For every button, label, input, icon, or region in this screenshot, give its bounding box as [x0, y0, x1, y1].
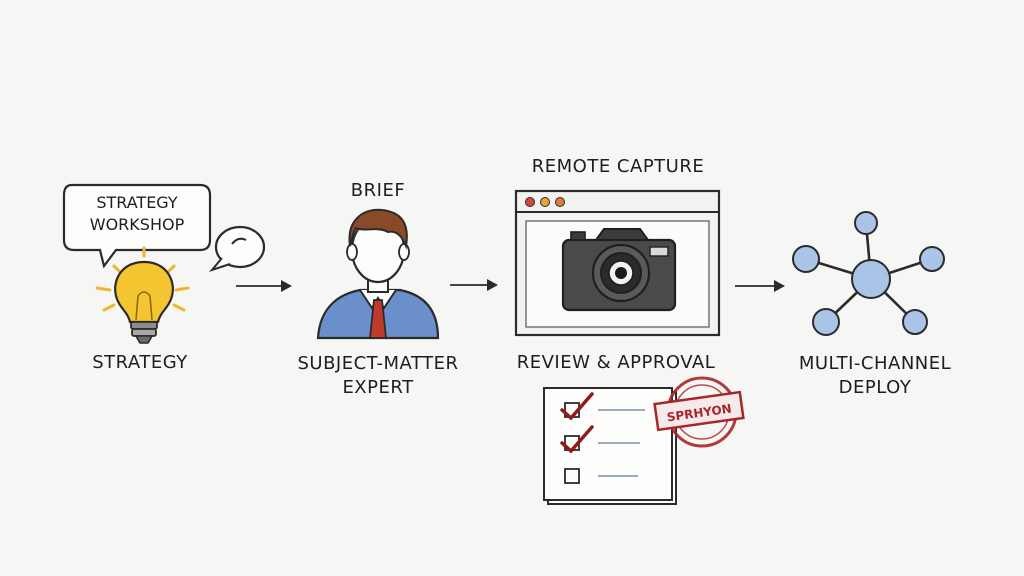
network-hub-icon [792, 211, 945, 336]
label-line-2: DEPLOY [838, 377, 912, 398]
stage-top-label-remote-capture: REMOTE CAPTURE [531, 156, 705, 177]
speech-bubble-icon [62, 183, 212, 269]
stage-label-review-approval: REVIEW & APPROVAL [516, 352, 716, 373]
flow-arrow-1 [236, 280, 292, 292]
lightbulb-icon [95, 246, 190, 344]
callout-strategy-workshop: STRATEGY WORKSHOP [66, 192, 208, 236]
label-line-1: SUBJECT-MATTER [297, 353, 459, 374]
approval-stamp-icon: SPRHYON [653, 376, 745, 448]
stage-top-label-brief: BRIEF [350, 180, 406, 201]
person-icon [316, 208, 440, 340]
callout-line-1: STRATEGY [96, 193, 178, 212]
label-line-1: MULTI-CHANNEL [798, 353, 952, 374]
flow-arrow-2 [450, 279, 498, 291]
flow-arrow-3 [735, 280, 785, 292]
label-line-2: EXPERT [342, 377, 414, 398]
camera-icon [561, 228, 677, 312]
stage-label-strategy: STRATEGY [92, 352, 188, 373]
callout-line-2: WORKSHOP [89, 215, 185, 234]
stage-label-multi-channel-deploy: MULTI-CHANNEL DEPLOY [790, 352, 960, 400]
small-speech-bubble-icon [208, 225, 266, 273]
stage-label-subject-matter-expert: SUBJECT-MATTER EXPERT [288, 352, 468, 400]
